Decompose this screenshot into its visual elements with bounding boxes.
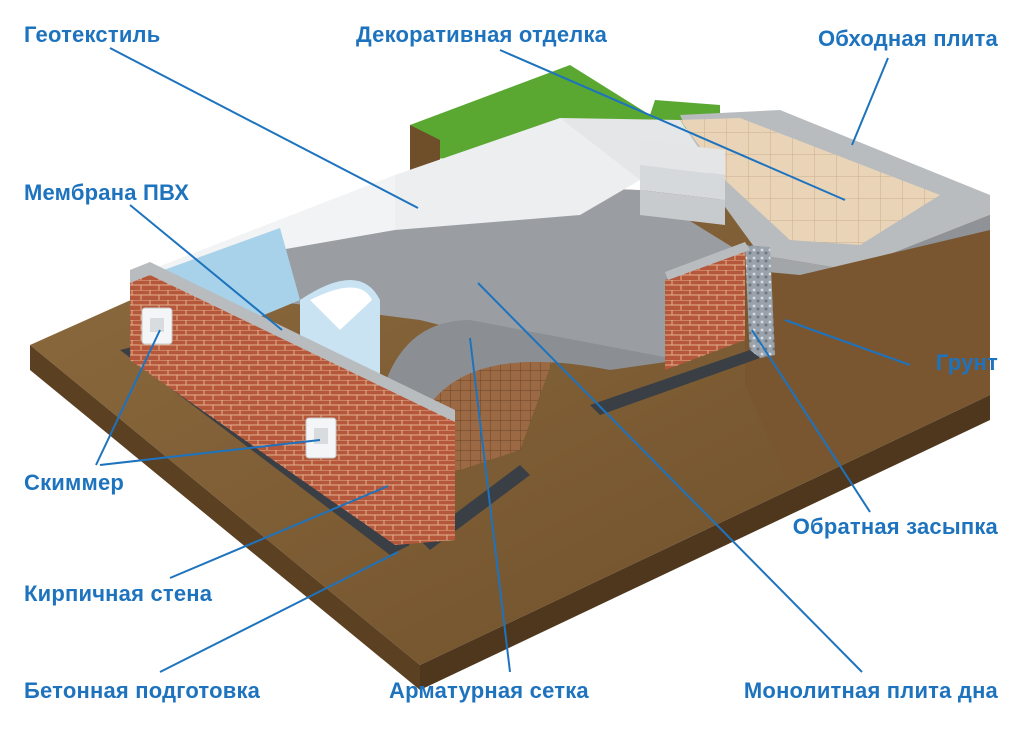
leader-coping <box>852 58 888 145</box>
label-coping-slab: Обходная плита <box>818 28 998 50</box>
label-monolithic-slab: Монолитная плита дна <box>744 680 998 702</box>
label-backfill: Обратная засыпка <box>793 516 998 538</box>
label-skimmer: Скиммер <box>24 472 124 494</box>
label-pvc-membrane: Мембрана ПВХ <box>24 182 189 204</box>
label-concrete-preparation: Бетонная подготовка <box>24 680 260 702</box>
label-decorative-finish: Декоративная отделка <box>356 24 607 46</box>
label-ground: Грунт <box>936 352 998 374</box>
pool-steps <box>640 140 725 225</box>
label-brick-wall: Кирпичная стена <box>24 583 212 605</box>
label-rebar-mesh: Арматурная сетка <box>389 680 589 702</box>
skimmer-2 <box>306 418 336 458</box>
label-geotextile: Геотекстиль <box>24 24 160 46</box>
